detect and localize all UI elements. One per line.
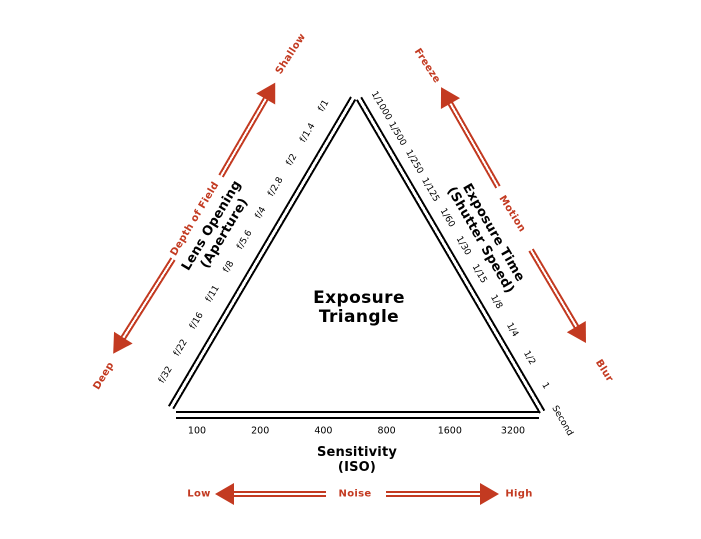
aperture-tick: f/8 — [221, 259, 237, 275]
arrow-shaft — [218, 96, 270, 178]
shutter-unit-label: Second — [549, 404, 575, 438]
aperture-tick: f/22 — [172, 337, 191, 358]
motion-freeze-arrow — [431, 81, 509, 193]
arrow-shaft — [119, 257, 176, 342]
shutter-tick: 1/2 — [520, 349, 537, 367]
depth-of-field-shallow-arrow — [211, 77, 286, 182]
aperture-tick: f/11 — [204, 283, 222, 305]
arrowhead-icon — [103, 332, 133, 360]
arrow-shaft — [446, 100, 501, 189]
iso-tick: 100 — [187, 425, 207, 437]
iso-tick: 200 — [251, 425, 270, 437]
iso-tick: 800 — [377, 425, 396, 437]
motion-blur-arrow — [521, 244, 597, 349]
aperture-tick: f/5.6 — [235, 228, 255, 252]
iso-axis-label: Sensitivity (ISO) — [316, 445, 398, 475]
shutter-side-line — [355, 96, 546, 414]
aperture-tick: f/1.4 — [298, 121, 318, 145]
iso-tick: 3200 — [500, 425, 526, 437]
noise-high-arrow — [386, 482, 499, 506]
arrowhead-icon — [215, 483, 234, 505]
blur-label: Blur — [592, 357, 616, 385]
iso-tick: 400 — [314, 425, 333, 437]
arrowhead-icon — [431, 81, 460, 109]
aperture-tick: f/32 — [156, 364, 175, 385]
noise-label: Noise — [338, 488, 372, 500]
noise-high-label: High — [505, 488, 533, 500]
shutter-tick: 1/4 — [504, 321, 521, 339]
noise-low-label: Low — [187, 488, 211, 500]
depth-of-field-deep-arrow — [103, 253, 183, 361]
freeze-label: Freeze — [411, 46, 443, 86]
aperture-tick: f/2 — [284, 151, 300, 168]
arrow-shaft — [528, 248, 580, 330]
iso-side-line — [176, 411, 539, 419]
shutter-tick: 1/8 — [487, 293, 504, 311]
iso-tick: 1600 — [437, 425, 462, 437]
motion-label: Motion — [496, 193, 528, 235]
aperture-tick: f/4 — [253, 205, 269, 222]
aperture-tick: f/16 — [188, 310, 207, 332]
noise-low-arrow — [215, 482, 326, 506]
arrow-shaft — [386, 491, 482, 497]
diagram-title: Exposure Triangle — [313, 287, 405, 327]
aperture-tick: f/1 — [316, 98, 332, 114]
shutter-tick: 1 — [539, 381, 551, 392]
deep-label: Deep — [91, 360, 117, 392]
shallow-label: Shallow — [273, 31, 309, 77]
arrowhead-icon — [480, 483, 499, 505]
arrow-shaft — [232, 491, 326, 497]
aperture-tick: f/2.8 — [266, 175, 287, 198]
